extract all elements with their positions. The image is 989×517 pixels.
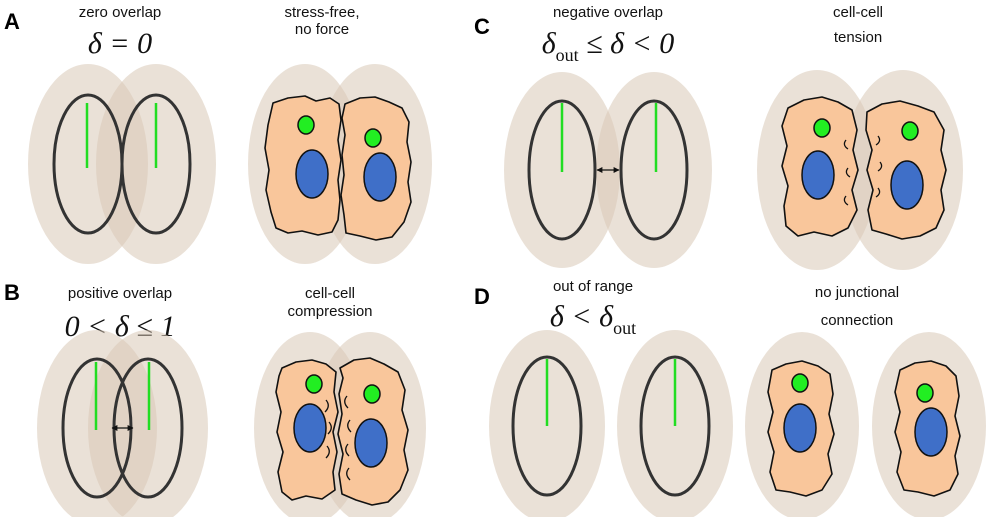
panel-c-math-delta: δ [542, 27, 557, 60]
nucleolus [305, 374, 323, 394]
panel-d-cell-pair [745, 332, 986, 517]
panel-c-math-rest: ≤ δ < 0 [579, 27, 675, 60]
nucleolus [791, 373, 809, 393]
panel-d-right-caption-1: no junctional [815, 284, 899, 301]
panel-a-right-caption-1: stress-free, [284, 4, 359, 21]
nucleolus [916, 383, 934, 403]
panel-a-math: δ = 0 [88, 27, 152, 60]
panel-c-ellipse-model [504, 72, 712, 268]
panel-c-letter: C [474, 14, 490, 39]
nucleolus [297, 115, 315, 135]
panel-d-right-caption-2: connection [821, 312, 894, 329]
panel-c-math: δout ≤ δ < 0 [542, 27, 675, 65]
panel-c-math-subscript: out [556, 45, 579, 65]
nucleus [293, 403, 327, 453]
panel-c-cell-pair [757, 70, 963, 270]
membrane-wrinkle [877, 161, 883, 172]
panel-d-math-main: δ < δ [550, 300, 614, 333]
membrane-wrinkle [327, 421, 332, 435]
panel-b: B positive overlap 0 < δ ≤ 1 cell-cell c… [4, 280, 426, 517]
cell-outline-ellipse [619, 99, 689, 241]
nucleus [890, 160, 924, 210]
nucleus [783, 403, 817, 453]
cell-outline-ellipse [639, 355, 711, 497]
panel-b-ellipse-model [37, 330, 208, 517]
panel-b-cell-pair [254, 332, 426, 517]
nucleus [914, 407, 948, 457]
panel-b-letter: B [4, 280, 20, 305]
nucleolus [901, 121, 919, 141]
panel-a: A zero overlap δ = 0 stress-free, no for… [4, 4, 432, 264]
panel-a-caption: zero overlap [79, 4, 162, 21]
membrane-wrinkle [325, 445, 330, 459]
panel-d-math-subscript: out [613, 318, 636, 338]
panel-c: C negative overlap δout ≤ δ < 0 cell-cel… [474, 4, 963, 270]
panel-c-caption: negative overlap [553, 4, 663, 21]
panel-d-letter: D [474, 284, 490, 309]
membrane-wrinkle [347, 419, 352, 433]
membrane-wrinkle [344, 395, 349, 409]
panel-d-ellipse-model [489, 330, 733, 517]
membrane-wrinkle [324, 399, 329, 413]
membrane-wrinkle [843, 195, 849, 206]
nucleus [354, 418, 388, 468]
panel-b-right-caption-2: compression [287, 303, 372, 320]
nucleolus [364, 128, 382, 148]
membrane-wrinkle [346, 467, 351, 481]
panel-d-math: δ < δout [550, 300, 636, 338]
nucleus [363, 152, 397, 202]
panel-b-caption: positive overlap [68, 285, 172, 302]
panel-a-right-caption-2: no force [295, 21, 349, 38]
panel-c-right-caption-1: cell-cell [833, 4, 883, 21]
membrane-wrinkle [875, 135, 881, 146]
membrane-wrinkle [875, 187, 881, 198]
panel-d: D out of range δ < δout no junctional co… [474, 278, 986, 517]
membrane-wrinkle [843, 139, 849, 150]
panel-d-caption: out of range [553, 278, 633, 295]
interaction-range-halo [596, 72, 712, 268]
cell-outline-ellipse [527, 99, 597, 241]
nucleolus [813, 118, 831, 138]
panel-a-cell-pair [248, 64, 432, 264]
panel-a-ellipse-model [28, 64, 216, 264]
nucleus [801, 150, 835, 200]
membrane-wrinkle [845, 167, 851, 178]
panel-b-right-caption-1: cell-cell [305, 285, 355, 302]
nucleolus [363, 384, 381, 404]
membrane-wrinkle [345, 443, 350, 457]
nucleus [295, 149, 329, 199]
panel-a-letter: A [4, 9, 20, 34]
cell-outline-ellipse [511, 355, 583, 497]
cell-outline-ellipse [120, 93, 192, 235]
panel-c-right-caption-2: tension [834, 29, 882, 46]
